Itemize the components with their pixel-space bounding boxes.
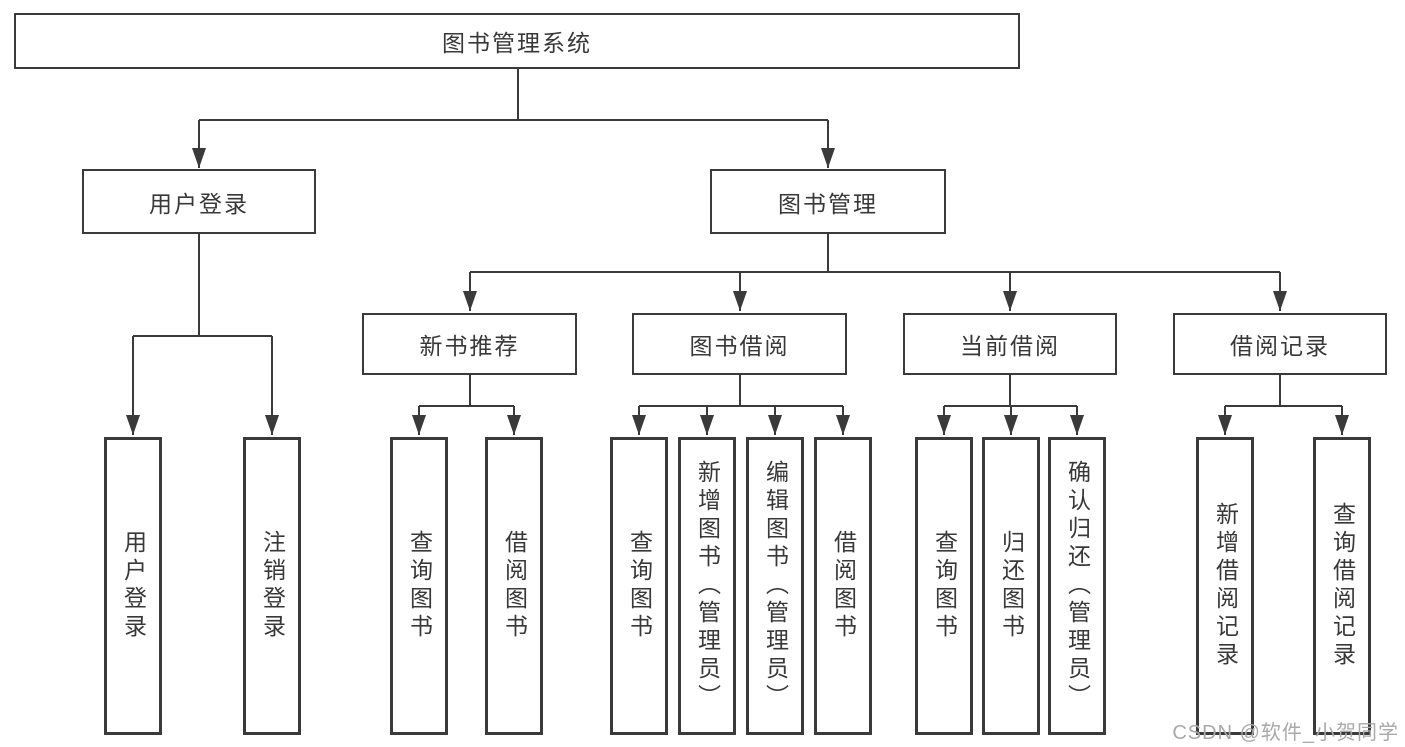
leaf-current-confirm-return-admin-label: 确认归还（管理员）	[1064, 460, 1091, 712]
leaf-newrec-borrow-books-label: 借阅图书	[501, 530, 528, 642]
node-root: 图书管理系统	[14, 13, 1020, 69]
connector-borrow-records-trunk	[1225, 375, 1342, 407]
leaf-current-return-books: 归还图书	[982, 437, 1040, 735]
leaf-newrec-query-books: 查询图书	[390, 437, 448, 735]
leaf-borrow-edit-books-admin-label: 编辑图书（管理员）	[762, 460, 789, 712]
connector-book-borrow-trunk	[639, 375, 843, 407]
node-new-book-recommend: 新书推荐	[362, 313, 577, 375]
connector-root-trunk	[199, 69, 828, 121]
leaf-borrow-borrow-books: 借阅图书	[814, 437, 872, 735]
leaf-current-query-books-label: 查询图书	[931, 530, 958, 642]
leaf-borrow-query-books: 查询图书	[610, 437, 668, 735]
node-user-login: 用户登录	[82, 169, 316, 234]
leaf-borrow-add-books-admin-label: 新增图书（管理员）	[694, 460, 721, 712]
leaf-current-query-books: 查询图书	[915, 437, 973, 735]
connector-user-login-trunk	[133, 234, 272, 337]
leaf-newrec-borrow-books: 借阅图书	[485, 437, 543, 735]
node-borrow-records: 借阅记录	[1173, 313, 1387, 375]
leaf-borrow-borrow-books-label: 借阅图书	[830, 530, 857, 642]
connector-new-book-trunk	[419, 375, 514, 407]
leaf-user-login-label: 用户登录	[120, 530, 147, 642]
leaf-records-add-record-label: 新增借阅记录	[1212, 502, 1239, 670]
leaf-records-query-record: 查询借阅记录	[1313, 437, 1371, 735]
connector-current-borrow-trunk	[944, 375, 1077, 407]
leaf-current-return-books-label: 归还图书	[998, 530, 1025, 642]
watermark: CSDN @软件_小贺同学	[1172, 722, 1399, 744]
leaf-records-add-record: 新增借阅记录	[1196, 437, 1254, 735]
leaf-current-confirm-return-admin: 确认归还（管理员）	[1048, 437, 1106, 735]
leaf-user-login: 用户登录	[104, 437, 162, 735]
connector-book-management-trunk	[470, 234, 1280, 273]
leaf-borrow-add-books-admin: 新增图书（管理员）	[678, 437, 736, 735]
leaf-records-query-record-label: 查询借阅记录	[1329, 502, 1356, 670]
leaf-newrec-query-books-label: 查询图书	[406, 530, 433, 642]
node-current-borrow: 当前借阅	[903, 313, 1117, 375]
leaf-borrow-edit-books-admin: 编辑图书（管理员）	[746, 437, 804, 735]
node-book-borrow: 图书借阅	[632, 313, 847, 375]
leaf-logout: 注销登录	[243, 437, 301, 735]
node-book-management: 图书管理	[710, 169, 946, 234]
leaf-borrow-query-books-label: 查询图书	[626, 530, 653, 642]
leaf-logout-label: 注销登录	[259, 530, 286, 642]
